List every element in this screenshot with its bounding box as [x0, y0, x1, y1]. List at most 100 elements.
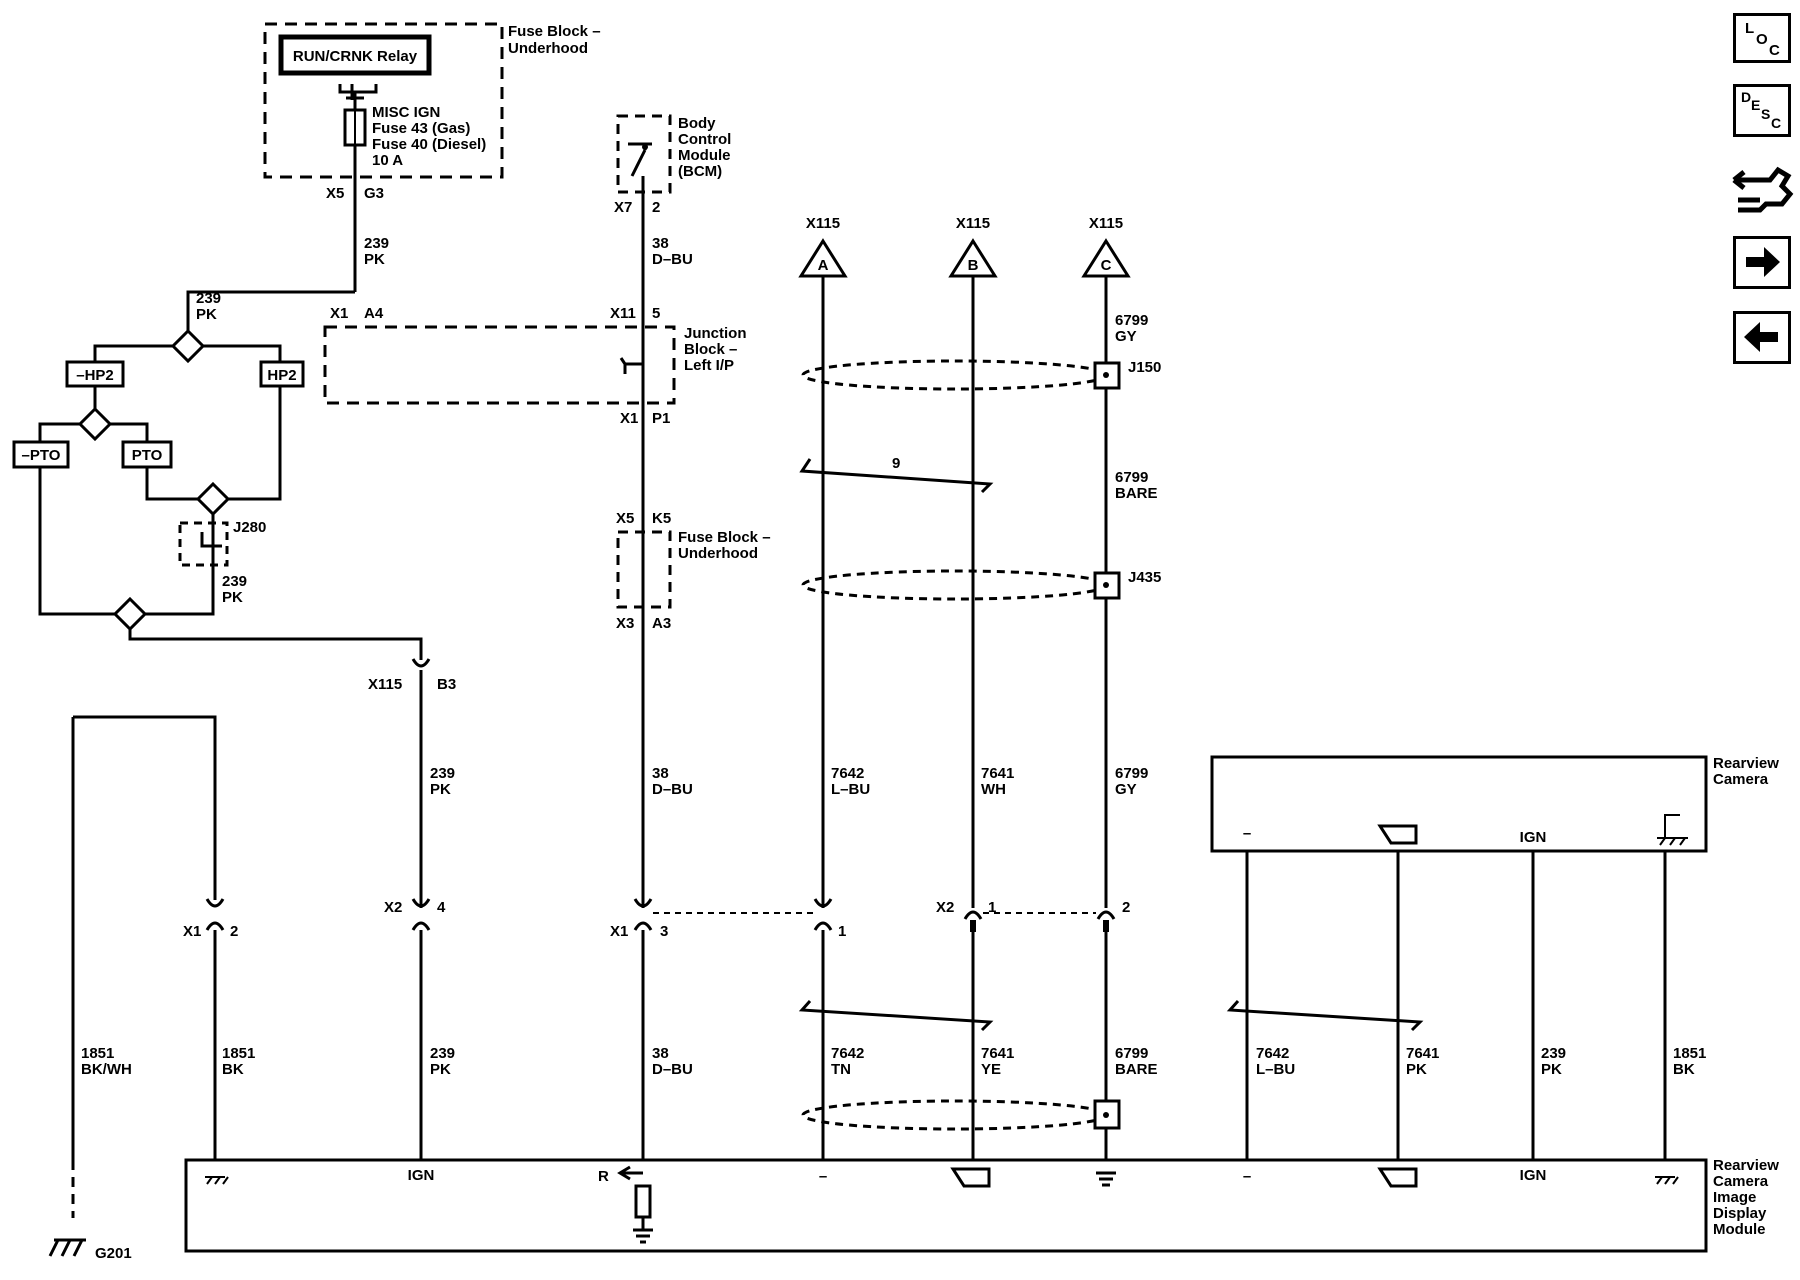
connector-x115-c: X115 [1089, 215, 1123, 232]
wire-1851-label: 1851 [81, 1045, 114, 1062]
module-ign-1: IGN [408, 1167, 435, 1184]
wire-bare-label: BARE [1115, 1061, 1158, 1078]
pin-b3: B3 [437, 676, 456, 693]
option-neg-pto [12, 440, 70, 469]
wire-38-label: 38 [652, 765, 669, 782]
connector-view-icon[interactable] [1730, 160, 1794, 220]
camera-ign: IGN [1520, 829, 1547, 846]
bcm-title-1: Body [678, 115, 716, 132]
camera-ground-icon [1657, 814, 1688, 846]
splice-j435 [1093, 571, 1121, 600]
pin-k5: K5 [652, 510, 671, 527]
wire-6799-label: 6799 [1115, 1045, 1148, 1062]
display-module-title-2: Camera [1713, 1173, 1769, 1190]
connector-x1-p1: X1 [620, 410, 638, 427]
fuse-43-gas: Fuse 43 (Gas) [372, 120, 470, 137]
wire-239-label: 239 [196, 290, 221, 307]
connector-x115-b3: X115 [368, 676, 402, 693]
module-video-icon-2 [1377, 1167, 1418, 1188]
connector-x7: X7 [614, 199, 632, 216]
fuse-block-mid-title-2: Underhood [678, 545, 758, 562]
wire-pk-label: PK [430, 781, 451, 798]
junction-block-left-ip [323, 325, 676, 405]
svg-text:D: D [1741, 89, 1751, 105]
fuse-block-underhood-top [263, 22, 504, 179]
next-arrow-icon[interactable] [1733, 236, 1791, 289]
wire-ye-label: YE [981, 1061, 1001, 1078]
connector-x115-b: X115 [956, 215, 990, 232]
svg-text:–HP2: –HP2 [76, 367, 114, 384]
wire-pk-label: PK [196, 306, 217, 323]
module-video-icon-1 [950, 1167, 991, 1188]
splice-j150-label: J150 [1128, 359, 1161, 376]
pin-1-a: 1 [838, 923, 846, 940]
wire-dbu-label: D–BU [652, 781, 693, 798]
wire-bk-label: BK [222, 1061, 244, 1078]
wire-239-label: 239 [1541, 1045, 1566, 1062]
pin-p1: P1 [652, 410, 670, 427]
display-module-title-1: Rearview [1713, 1157, 1779, 1174]
wire-gy-label: GY [1115, 328, 1137, 345]
shield-ellipse-1 [801, 359, 1109, 391]
pin-4: 4 [437, 899, 446, 916]
bcm-title-2: Control [678, 131, 731, 148]
option-hp2 [259, 360, 305, 388]
pin-2-c: 2 [1122, 899, 1130, 916]
svg-text:C: C [1769, 42, 1780, 59]
junction-block-title-3: Left I/P [684, 357, 734, 374]
connector-x5-top: X5 [326, 185, 344, 202]
module-r-label: R [598, 1168, 609, 1185]
jb-contact-icon [619, 357, 643, 374]
wire-pk-label: PK [222, 589, 243, 606]
wire-tn-label: TN [831, 1061, 851, 1078]
wire-239-label: 239 [364, 235, 389, 252]
display-module-box [184, 1158, 1708, 1253]
module-resistor-icon [634, 1184, 652, 1219]
splice-j280-box [178, 521, 229, 567]
svg-text:O: O [1756, 31, 1768, 48]
connector-x2-1: X2 [936, 899, 954, 916]
svg-text:L: L [1745, 20, 1754, 37]
bcm-title-3: Module [678, 147, 731, 164]
connector-x115-a: X115 [806, 215, 840, 232]
connector-x1-a4: X1 [330, 305, 348, 322]
option-diamond-4 [112, 596, 148, 632]
shield-ellipse-3 [801, 1099, 1109, 1131]
connector-x3: X3 [616, 615, 634, 632]
pin-g3: G3 [364, 185, 384, 202]
wire-7641-label: 7641 [981, 765, 1014, 782]
twisted-pair-marker-2 [798, 1000, 994, 1032]
rearview-camera-title-2: Camera [1713, 771, 1769, 788]
wire-7641-label: 7641 [981, 1045, 1014, 1062]
module-ground-icon-3 [1096, 1171, 1116, 1187]
twisted-pair-marker-1 [799, 458, 994, 494]
pin-5: 5 [652, 305, 660, 322]
wire-7642-label: 7642 [1256, 1045, 1289, 1062]
camera-video-icon [1377, 824, 1418, 845]
module-ground-icon-2 [633, 1217, 653, 1244]
fuse-misc-ign: MISC IGN [372, 104, 440, 121]
svg-text:C: C [1101, 257, 1112, 274]
wire-38-label: 38 [652, 1045, 669, 1062]
option-diamond-2 [77, 406, 113, 442]
ground-g201-label: G201 [95, 1245, 132, 1262]
splice-j280-label: J280 [233, 519, 266, 536]
fuse-block-title-2: Underhood [508, 40, 588, 57]
pin-2: 2 [652, 199, 660, 216]
wire-6799-label: 6799 [1115, 469, 1148, 486]
option-diamond-1 [170, 328, 206, 364]
module-minus-2: – [1243, 1168, 1251, 1185]
pin-a4: A4 [364, 305, 384, 322]
run-crnk-relay-box [278, 34, 432, 76]
fuse-block-mid-title-1: Fuse Block – [678, 529, 771, 546]
svg-text:S: S [1761, 106, 1770, 122]
fuse-block-underhood-mid [616, 530, 672, 609]
option-diamond-3 [195, 481, 231, 517]
desc-icon[interactable]: D E S C [1733, 84, 1791, 137]
wire-lbu-label: L–BU [1256, 1061, 1295, 1078]
prev-arrow-icon[interactable] [1733, 311, 1791, 364]
loc-icon[interactable]: L O C [1733, 13, 1791, 63]
pin-a3: A3 [652, 615, 671, 632]
junction-block-title-2: Block – [684, 341, 737, 358]
